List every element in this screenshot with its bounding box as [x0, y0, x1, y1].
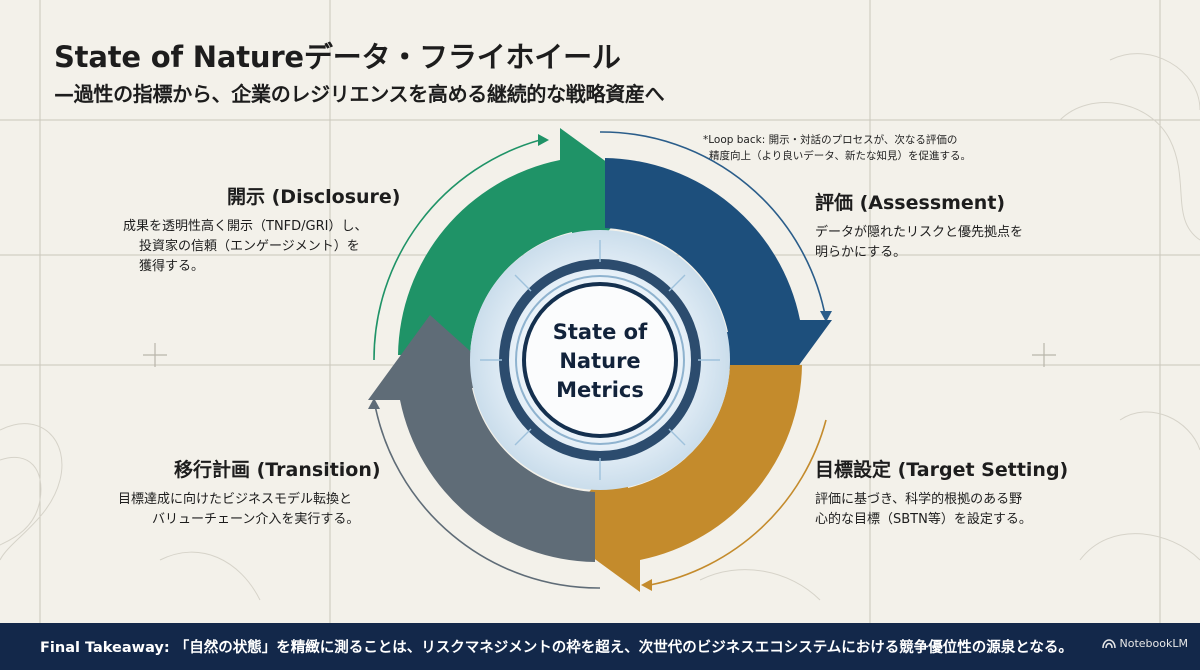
stage-description-line: 明らかにする。 [815, 245, 907, 260]
center-label-line: Metrics [556, 378, 644, 402]
brand-watermark: NotebookLM [1101, 637, 1188, 650]
center-label-line: State of [552, 320, 648, 344]
hub-ring-inner [522, 282, 678, 438]
loop-arc-disclosure [373, 139, 541, 361]
hub-ring-outer [499, 259, 701, 461]
stage-description-line: バリューチェーン介入を実行する。 [152, 512, 360, 527]
loop-arc-target [649, 419, 827, 586]
loop-arrowhead [641, 579, 652, 591]
stage-heading: 目標設定 (Target Setting) [815, 459, 1069, 481]
stage-heading: 移行計画 (Transition) [174, 459, 381, 481]
center-label: State of Nature Metrics [520, 318, 680, 405]
flywheel-diagram [368, 128, 832, 592]
arrow-disclosure [398, 128, 645, 355]
loop-arrowhead [368, 398, 380, 409]
stage-heading: 評価 (Assessment) [815, 192, 1006, 214]
stage-description: 成果を透明性高く開示（TNFD/GRI）し、 投資家の信頼（エンゲージメント）を… [123, 217, 423, 277]
notebooklm-logo-icon [1101, 638, 1116, 648]
final-takeaway: Final Takeaway: 「自然の状態」を精緻に測ることは、リスクマネジメ… [40, 640, 1073, 656]
loop-back-note: *Loop back: 開示・対話のプロセスが、次なる評価の 精度向上（より良い… [703, 132, 1013, 164]
stage-assessment: 評価 (Assessment) データが隠れたリスクと優先拠点を 明らかにする。 [815, 188, 1115, 263]
footer-banner: Final Takeaway: 「自然の状態」を精緻に測ることは、リスクマネジメ… [0, 623, 1200, 670]
arrow-assessment [605, 158, 832, 405]
stage-heading: 開示 (Disclosure) [227, 186, 401, 208]
loop-note-line: 精度向上（より良いデータ、新たな知見）を促進する。 [709, 150, 971, 162]
page-subtitle: —過性の指標から、企業のレジリエンスを高める継続的な戦略資産へ [54, 82, 665, 106]
loop-note-line: *Loop back: 開示・対話のプロセスが、次なる評価の [703, 134, 958, 146]
arrow-target [555, 365, 802, 592]
hub-rays [480, 240, 720, 480]
brand-name: NotebookLM [1119, 637, 1188, 650]
stage-description-line: 獲得する。 [139, 259, 205, 274]
arrow-transition [368, 315, 595, 562]
stage-target-setting: 目標設定 (Target Setting) 評価に基づき、科学的根拠のある野 心… [815, 455, 1145, 530]
stage-description-line: 成果を透明性高く開示（TNFD/GRI）し、 [123, 219, 368, 234]
stage-description: 評価に基づき、科学的根拠のある野 心的な目標（SBTN等）を設定する。 [815, 490, 1145, 530]
stage-description-line: データが隠れたリスクと優先拠点を [815, 225, 1024, 240]
center-label-line: Nature [559, 349, 641, 373]
stage-description: データが隠れたリスクと優先拠点を 明らかにする。 [815, 223, 1115, 263]
loop-arrowhead [538, 134, 549, 146]
stage-description-line: 目標達成に向けたビジネスモデル転換と [118, 492, 353, 507]
hub-ring-mid [515, 275, 685, 445]
stage-description-line: 評価に基づき、科学的根拠のある野 [815, 492, 1023, 507]
stage-disclosure: 開示 (Disclosure) 成果を透明性高く開示（TNFD/GRI）し、 投… [123, 182, 423, 277]
loop-arc-transition [373, 399, 601, 589]
stage-description-line: 投資家の信頼（エンゲージメント）を [139, 239, 360, 254]
stage-description: 目標達成に向けたビジネスモデル転換と バリューチェーン介入を実行する。 [118, 490, 418, 530]
loop-arc-assessment [599, 131, 827, 321]
page-title: State of Natureデータ・フライホイール [54, 40, 621, 74]
stage-description-line: 心的な目標（SBTN等）を設定する。 [815, 512, 1032, 527]
loop-arrowhead [820, 311, 832, 322]
stage-transition: 移行計画 (Transition) 目標達成に向けたビジネスモデル転換と バリュ… [118, 455, 418, 530]
